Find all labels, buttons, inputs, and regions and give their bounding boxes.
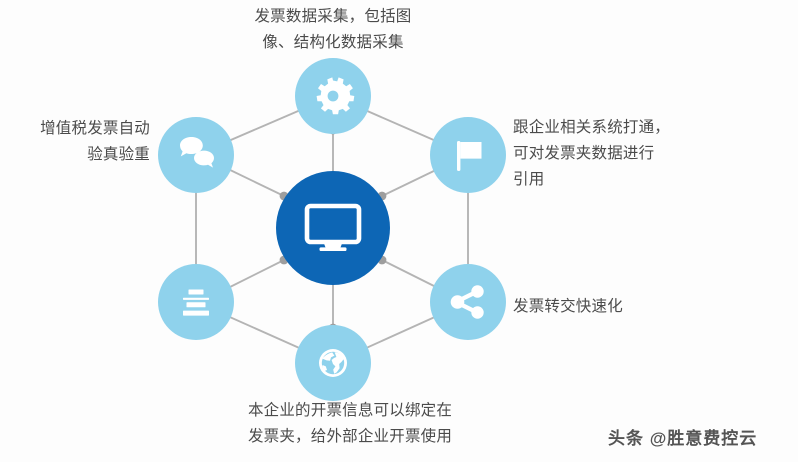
label-vat-verification: 增值税发票自动 验真验重 bbox=[40, 120, 150, 163]
watermark: 头条 @胜意费控云 bbox=[608, 429, 758, 448]
label-data-collection: 发票数据采集，包括图 像、结构化数据采集 bbox=[254, 8, 412, 51]
node-lower-left[interactable] bbox=[158, 264, 234, 340]
spoke-lower-left bbox=[225, 259, 285, 290]
spoke-upper-right bbox=[381, 167, 441, 197]
label-system-integration: 跟企业相关系统打通， 可对发票夹数据进行 引用 bbox=[513, 119, 671, 188]
label-invoice-binding: 本企业的开票信息可以绑定在 发票夹，给外部企业开票使用 bbox=[247, 402, 453, 445]
monitor-icon bbox=[307, 206, 359, 251]
spoke-lower-right bbox=[381, 259, 441, 290]
node-lower-right-circle[interactable] bbox=[430, 264, 506, 340]
node-lower-left-circle[interactable] bbox=[158, 264, 234, 340]
hub-spokes bbox=[225, 129, 441, 329]
spoke-upper-left bbox=[225, 167, 285, 197]
node-top[interactable] bbox=[295, 58, 371, 134]
globe-icon bbox=[319, 349, 347, 377]
label-invoice-transfer: 发票转交快速化 bbox=[513, 298, 623, 315]
node-bottom[interactable] bbox=[295, 325, 371, 401]
node-upper-left[interactable] bbox=[158, 117, 234, 193]
node-upper-right[interactable] bbox=[430, 117, 506, 193]
hub-node[interactable] bbox=[276, 171, 390, 285]
node-lower-right[interactable] bbox=[430, 264, 506, 340]
